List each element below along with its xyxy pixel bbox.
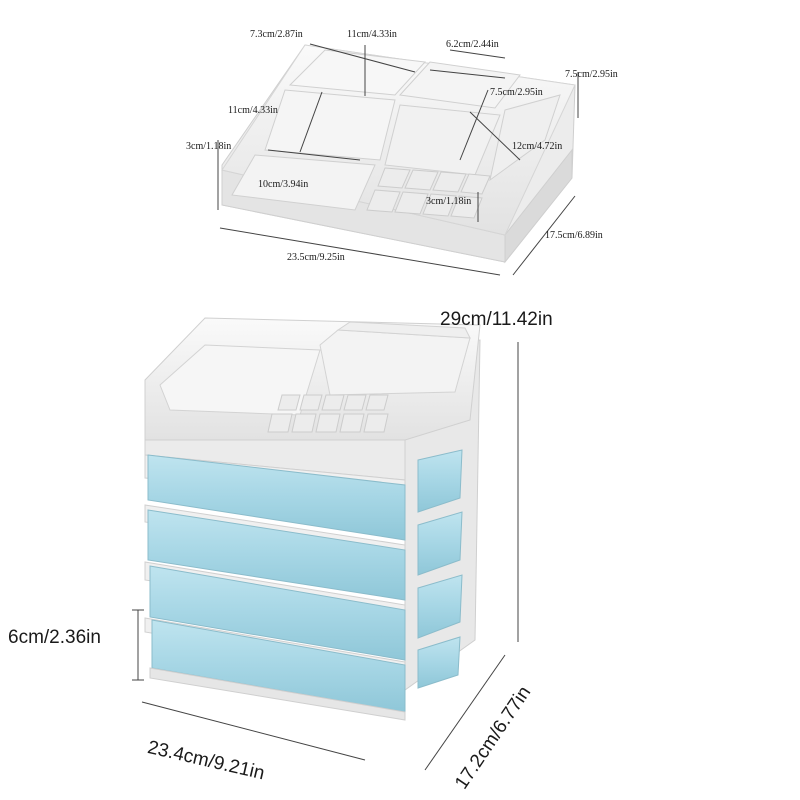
dimension-label: 23.5cm/9.25in: [287, 252, 345, 263]
dimension-label: 7.5cm/2.95in: [565, 69, 618, 80]
dimension-label: 3cm/1.18in: [426, 196, 472, 207]
dimension-label: 10cm/3.94in: [258, 179, 309, 190]
dimension-label: 3cm/1.18in: [186, 141, 232, 152]
drawer: [144, 454, 406, 541]
height-dimension-label: 29cm/11.42in: [440, 309, 553, 330]
top-organizer-illustration: [217, 43, 579, 276]
dimension-label: 11cm/4.33in: [347, 29, 397, 40]
dimension-label: 6.2cm/2.44in: [446, 39, 499, 50]
drawer-unit-illustration: [132, 317, 519, 771]
dimension-label: 12cm/4.72in: [512, 141, 563, 152]
drawer: [144, 617, 406, 713]
drawer: [144, 561, 406, 661]
drawer-height-dimension-label: 6cm/2.36in: [8, 627, 101, 648]
dimension-label: 7.5cm/2.95in: [490, 87, 543, 98]
dimension-label: 17.5cm/6.89in: [545, 230, 603, 241]
drawer: [144, 504, 406, 601]
dimension-label: 7.3cm/2.87in: [250, 29, 303, 40]
dimension-label: 11cm/4.33in: [228, 105, 278, 116]
